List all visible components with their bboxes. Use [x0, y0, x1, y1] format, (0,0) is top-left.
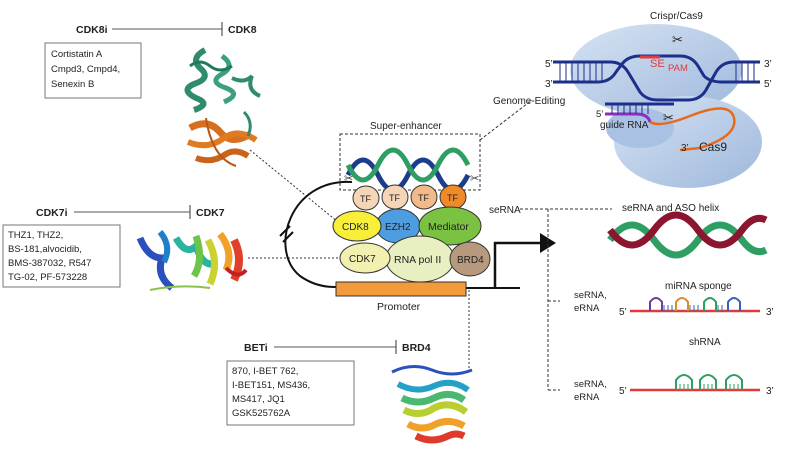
crispr-3prime-bottom: 3’ [545, 79, 553, 90]
super-enhancer-dna [345, 147, 471, 193]
cas9-lobe-upper [570, 24, 742, 116]
cdk8-blob [332, 210, 382, 242]
crispr-cas9-panel: Crispr/Cas9 5’ 3’ 3’ 5’ SE PAM ✂ ✂ 5’ gu… [493, 11, 772, 188]
mediator-blob [418, 206, 482, 246]
crispr-title: Crispr/Cas9 [650, 11, 703, 22]
promoter-label: Promoter [377, 301, 421, 313]
cdk8-inhibitor-group: CDK8i CDK8 Cortistatin A Cmpd3, Cmpd4, S… [44, 22, 339, 223]
cas9-rna-tail [649, 107, 736, 152]
brd4-compound-4: GSK525762A [232, 408, 291, 419]
rna-pol-ii-label: RNA pol II [394, 254, 441, 266]
serna-label: seRNA [489, 205, 521, 216]
tf-label-2: TF [389, 193, 400, 203]
promoter-box [335, 281, 467, 297]
tf-factor-3 [410, 184, 438, 210]
cdk7-complex-label: CDK7 [349, 254, 376, 265]
cdk7i-label: CDK7i [36, 207, 68, 219]
mediator-label: Mediator [428, 221, 469, 233]
mirna-5prime: 5’ [619, 307, 627, 318]
scissors-icon-crispr-top: ✂ [672, 32, 683, 47]
loop-break-mark-2 [282, 231, 294, 243]
transcription-complex: Super-enhancer ✂ ✂ TF TF TF TF EZH2 CDK8 [279, 99, 612, 391]
super-enhancer-box [339, 133, 481, 191]
cas9-inner-lobe [606, 108, 674, 148]
brd4-compound-3: MS417, JQ1 [232, 394, 285, 405]
shrna-hairpins [675, 374, 743, 390]
mirna-sponge-label: miRNA sponge [665, 281, 732, 292]
crispr-5prime-top: 5’ [545, 59, 553, 70]
crispr-3prime-top: 3’ [764, 59, 772, 70]
guide-rna-pairs [611, 104, 649, 114]
brd4-protein-structure [391, 365, 473, 444]
brd4-inhibitor-group: BETi BRD4 870, I-BET 762, I-BET151, MS43… [226, 290, 473, 444]
cdk8-compound-1: Cortistatin A [51, 49, 103, 60]
mirna-sponge-loops [649, 297, 741, 311]
scissors-icon-left: ✂ [344, 173, 353, 185]
serna-erna-label-2-line1: seRNA, [574, 379, 607, 390]
tf-factor-1 [352, 185, 380, 211]
transcription-start-arrow [493, 241, 540, 288]
tf-label-4: TF [447, 193, 458, 203]
shrna-3prime: 3’ [766, 386, 774, 397]
guide-rna-label: guide RNA [600, 120, 649, 131]
pam-label: PAM [668, 63, 688, 74]
cdk8-target-label: CDK8 [228, 24, 257, 36]
scissors-icon-crispr-bottom: ✂ [663, 110, 674, 125]
cdk7-blob [339, 242, 391, 274]
cdk7-compound-3: BMS-387032, R547 [8, 258, 91, 269]
brd4-compound-1: 870, I-BET 762, [232, 366, 298, 377]
serna-erna-label-1-line2: eRNA [574, 303, 600, 314]
genome-editing-label: Genome-Editing [493, 96, 565, 107]
serna-erna-label-1-line1: seRNA, [574, 290, 607, 301]
guide-rna-5prime: 5’ [596, 109, 603, 120]
dna-base-pairs [559, 62, 755, 82]
cdk8-compound-3: Senexin B [51, 79, 94, 90]
super-enhancer-label: Super-enhancer [370, 121, 442, 132]
aso-helix-label: seRNA and ASO helix [622, 203, 719, 214]
brd4-blob [449, 241, 491, 277]
cas9-label: Cas9 [699, 140, 727, 154]
cdk8-compound-box [44, 42, 142, 99]
serna-erna-label-2-line2: eRNA [574, 392, 600, 403]
brd4-compound-2: I-BET151, MS436, [232, 380, 310, 391]
cdk7-inhibitor-group: CDK7i CDK7 THZ1, THZ2, BS-181,alvocidib,… [2, 205, 338, 291]
shrna-label: shRNA [689, 337, 721, 348]
tf-label-1: TF [360, 194, 371, 204]
guide-rna-strand [605, 112, 652, 123]
dna-loop [284, 180, 353, 288]
dna-top-strand [553, 60, 760, 102]
cdk7-compound-4: TG-02, PF-573228 [8, 272, 87, 283]
cdk8-compound-2: Cmpd3, Cmpd4, [51, 64, 120, 75]
beti-label: BETi [244, 342, 268, 354]
cdk7-compound-1: THZ1, THZ2, [8, 230, 63, 241]
crispr-5prime-right: 5’ [764, 79, 772, 90]
brd4-target-label: BRD4 [402, 342, 431, 354]
cdk8-protein-structure [184, 47, 261, 167]
brd4-compound-box [226, 360, 355, 426]
serna-aso-helix [607, 211, 768, 259]
mirna-3prime: 3’ [766, 307, 774, 318]
se-label: SE [650, 58, 665, 70]
serna-therapies-panel: seRNA and ASO helix miRNA sponge 5’ 3’ s… [574, 203, 774, 403]
shrna-5prime: 5’ [619, 386, 627, 397]
brd4-complex-label: BRD4 [457, 255, 484, 266]
cdk8-dashed-connector [249, 149, 339, 223]
scissors-icon-right: ✂ [470, 173, 479, 185]
transcription-arrowhead [540, 233, 556, 253]
cdk8i-label: CDK8i [76, 24, 108, 36]
genome-editing-connector [479, 99, 533, 141]
cdk7-compound-box [2, 224, 121, 288]
cdk7-target-label: CDK7 [196, 207, 225, 219]
loop-break-mark-1 [279, 225, 291, 237]
tf-label-3: TF [418, 193, 429, 203]
cdk7-protein-structure [136, 230, 248, 291]
cdk8-complex-label: CDK8 [342, 222, 369, 233]
ezh2-label: EZH2 [385, 222, 411, 233]
cdk7-compound-2: BS-181,alvocidib, [8, 244, 82, 255]
cas9-3prime: 3’ [681, 143, 689, 154]
